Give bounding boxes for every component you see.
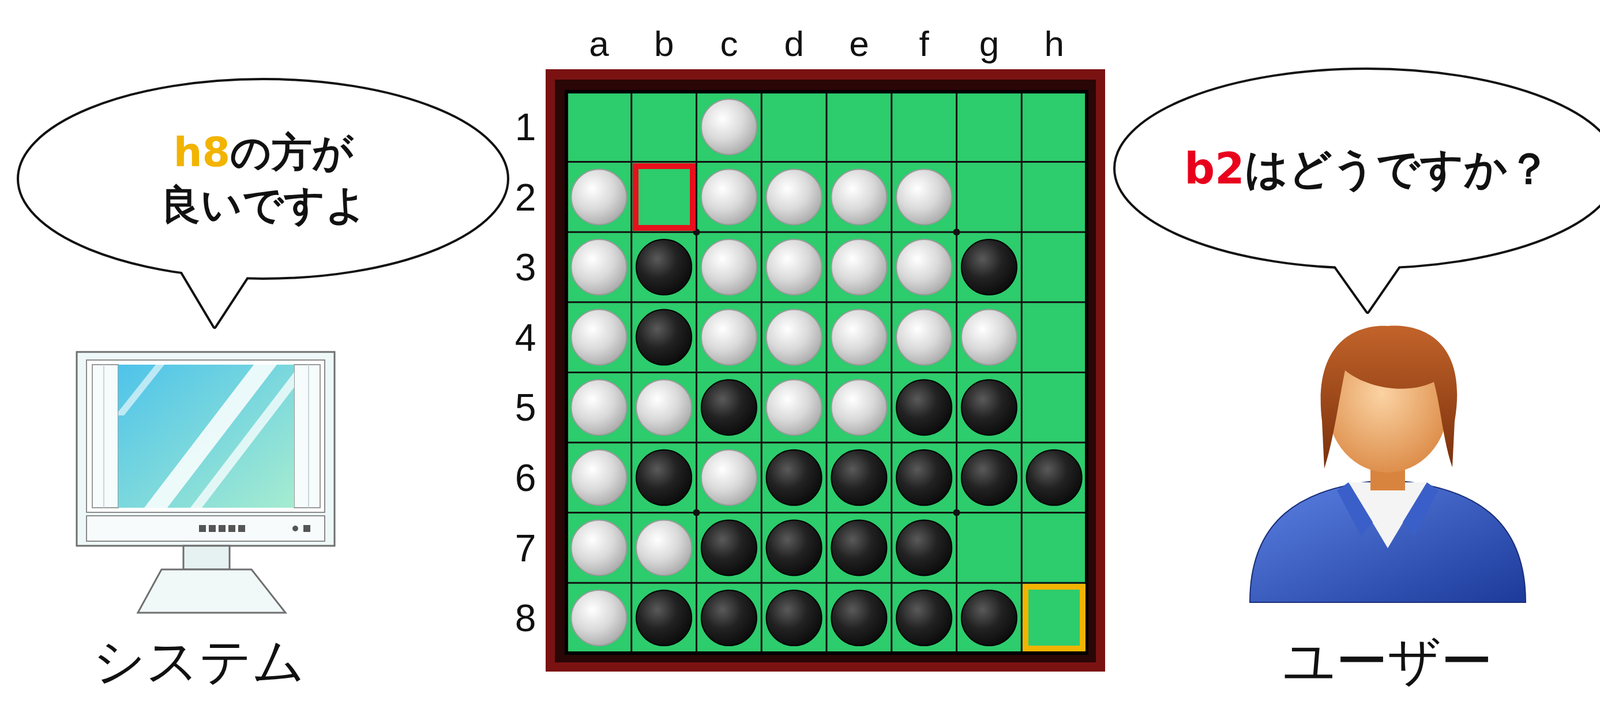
row-label: 8 bbox=[515, 598, 537, 637]
monitor-icon bbox=[76, 351, 335, 613]
row-label: 1 bbox=[515, 107, 537, 146]
bubble-ellipse bbox=[1114, 68, 1600, 269]
column-label: f bbox=[919, 25, 930, 62]
column-label: c bbox=[719, 25, 738, 62]
move-name: h8 bbox=[173, 128, 231, 176]
row-label: 2 bbox=[515, 178, 537, 217]
bubble-ellipse bbox=[17, 79, 509, 279]
user-icon bbox=[1249, 325, 1526, 603]
column-label: h bbox=[1043, 25, 1064, 62]
row-label: 5 bbox=[515, 388, 537, 427]
column-label: e bbox=[849, 25, 869, 62]
bubble-tail bbox=[178, 266, 254, 327]
row-label: 4 bbox=[515, 318, 537, 357]
column-label: g bbox=[979, 25, 999, 62]
bubble-tail-fill bbox=[1326, 253, 1408, 312]
move-name: b2 bbox=[1184, 143, 1245, 194]
bubble-tail bbox=[1326, 253, 1408, 312]
speech-bubble: h8の方が 良いですよ bbox=[15, 76, 511, 281]
actor-label: ユーザー bbox=[1282, 635, 1493, 687]
actor-label: システム bbox=[92, 635, 306, 687]
highlight-b2 bbox=[635, 166, 693, 228]
speech-bubble: b2はどうですか？ bbox=[1112, 66, 1600, 271]
row-label: 3 bbox=[515, 248, 537, 287]
bubble-text: b2はどうですか？ bbox=[1183, 140, 1551, 197]
highlight-h8 bbox=[1025, 586, 1083, 649]
column-label: b bbox=[654, 25, 674, 62]
column-label: a bbox=[588, 25, 609, 62]
column-label: d bbox=[783, 25, 804, 62]
bubble-phrase: はどうですか？ bbox=[1244, 143, 1551, 194]
row-label: 7 bbox=[515, 528, 537, 567]
row-label: 6 bbox=[515, 458, 537, 497]
othello-board bbox=[545, 69, 1106, 672]
bubble-tail-fill bbox=[178, 266, 254, 327]
bubble-text: h8の方が 良いですよ bbox=[136, 126, 392, 232]
bubble-outline bbox=[15, 76, 511, 281]
